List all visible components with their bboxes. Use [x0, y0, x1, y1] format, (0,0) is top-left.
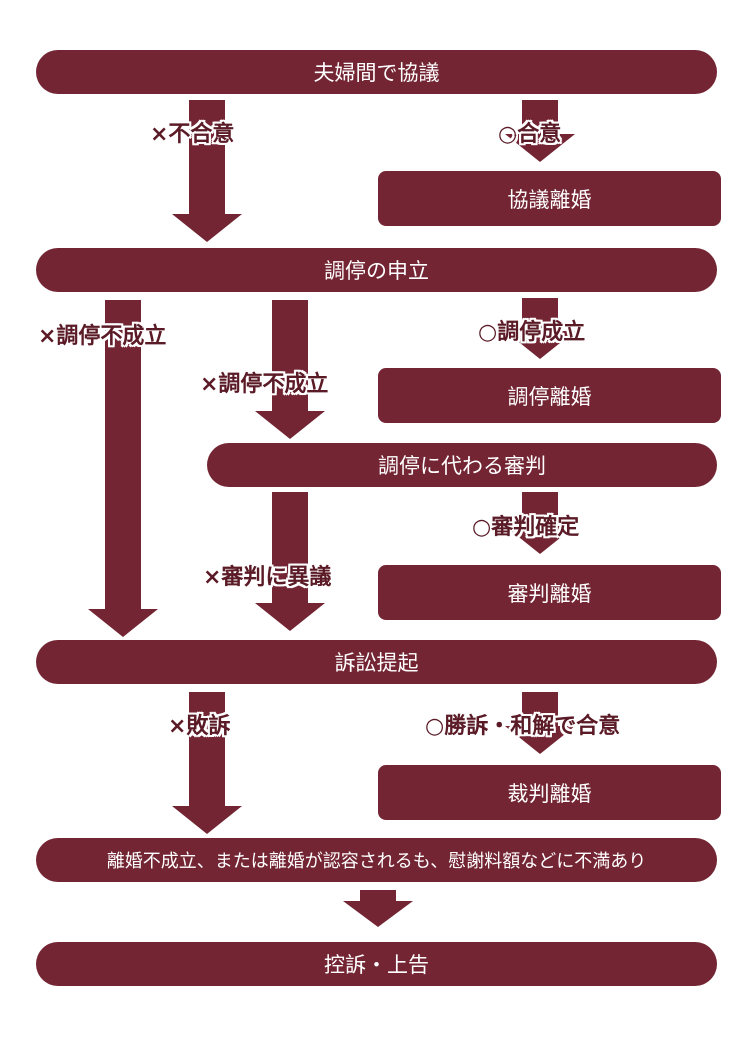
label-no-agreement: ×不合意 [150, 122, 235, 147]
arrow-mediation-failed-mid [255, 300, 325, 440]
node-mediation-petition: 調停の申立 [36, 248, 717, 292]
label-trial-objection: ×審判に異議 [203, 565, 332, 590]
arrow-agreement [505, 100, 575, 163]
node-lawsuit: 訴訟提起 [36, 640, 717, 684]
label-won-or-settled: ○勝訴・和解で合意 [425, 714, 621, 739]
label-mediation-succeeded: ○調停成立 [478, 320, 586, 345]
label-agreement: ○合意 [498, 122, 562, 147]
label-mediation-failed-left: ×調停不成立 [38, 324, 167, 349]
node-agreement-divorce: 協議離婚 [378, 171, 721, 226]
arrow-mediation-failed-left [88, 300, 158, 638]
node-judicial-divorce: 裁判離婚 [378, 765, 721, 820]
node-consultation: 夫婦間で協議 [36, 50, 717, 94]
label-lost-suit: ×敗訴 [168, 714, 231, 739]
arrow-trial-objection [255, 492, 325, 632]
node-mediation-divorce: 調停離婚 [378, 368, 721, 423]
label-mediation-failed-mid: ×調停不成立 [200, 372, 329, 397]
arrow-to-appeal [343, 890, 413, 928]
arrow-mediation-succeeded [505, 298, 575, 360]
node-trial-divorce: 審判離婚 [378, 565, 721, 620]
arrow-lost-suit [172, 692, 242, 834]
node-outcome: 離婚不成立、または離婚が認容されるも、慰謝料額などに不満あり [36, 838, 717, 882]
node-trial-in-lieu: 調停に代わる審判 [207, 443, 717, 487]
arrow-won-or-settled [505, 692, 575, 755]
label-trial-confirmed: ○審判確定 [472, 515, 580, 540]
node-appeal: 控訴・上告 [36, 942, 717, 986]
arrow-no-agreement [172, 100, 242, 242]
arrow-trial-confirmed [505, 492, 575, 555]
